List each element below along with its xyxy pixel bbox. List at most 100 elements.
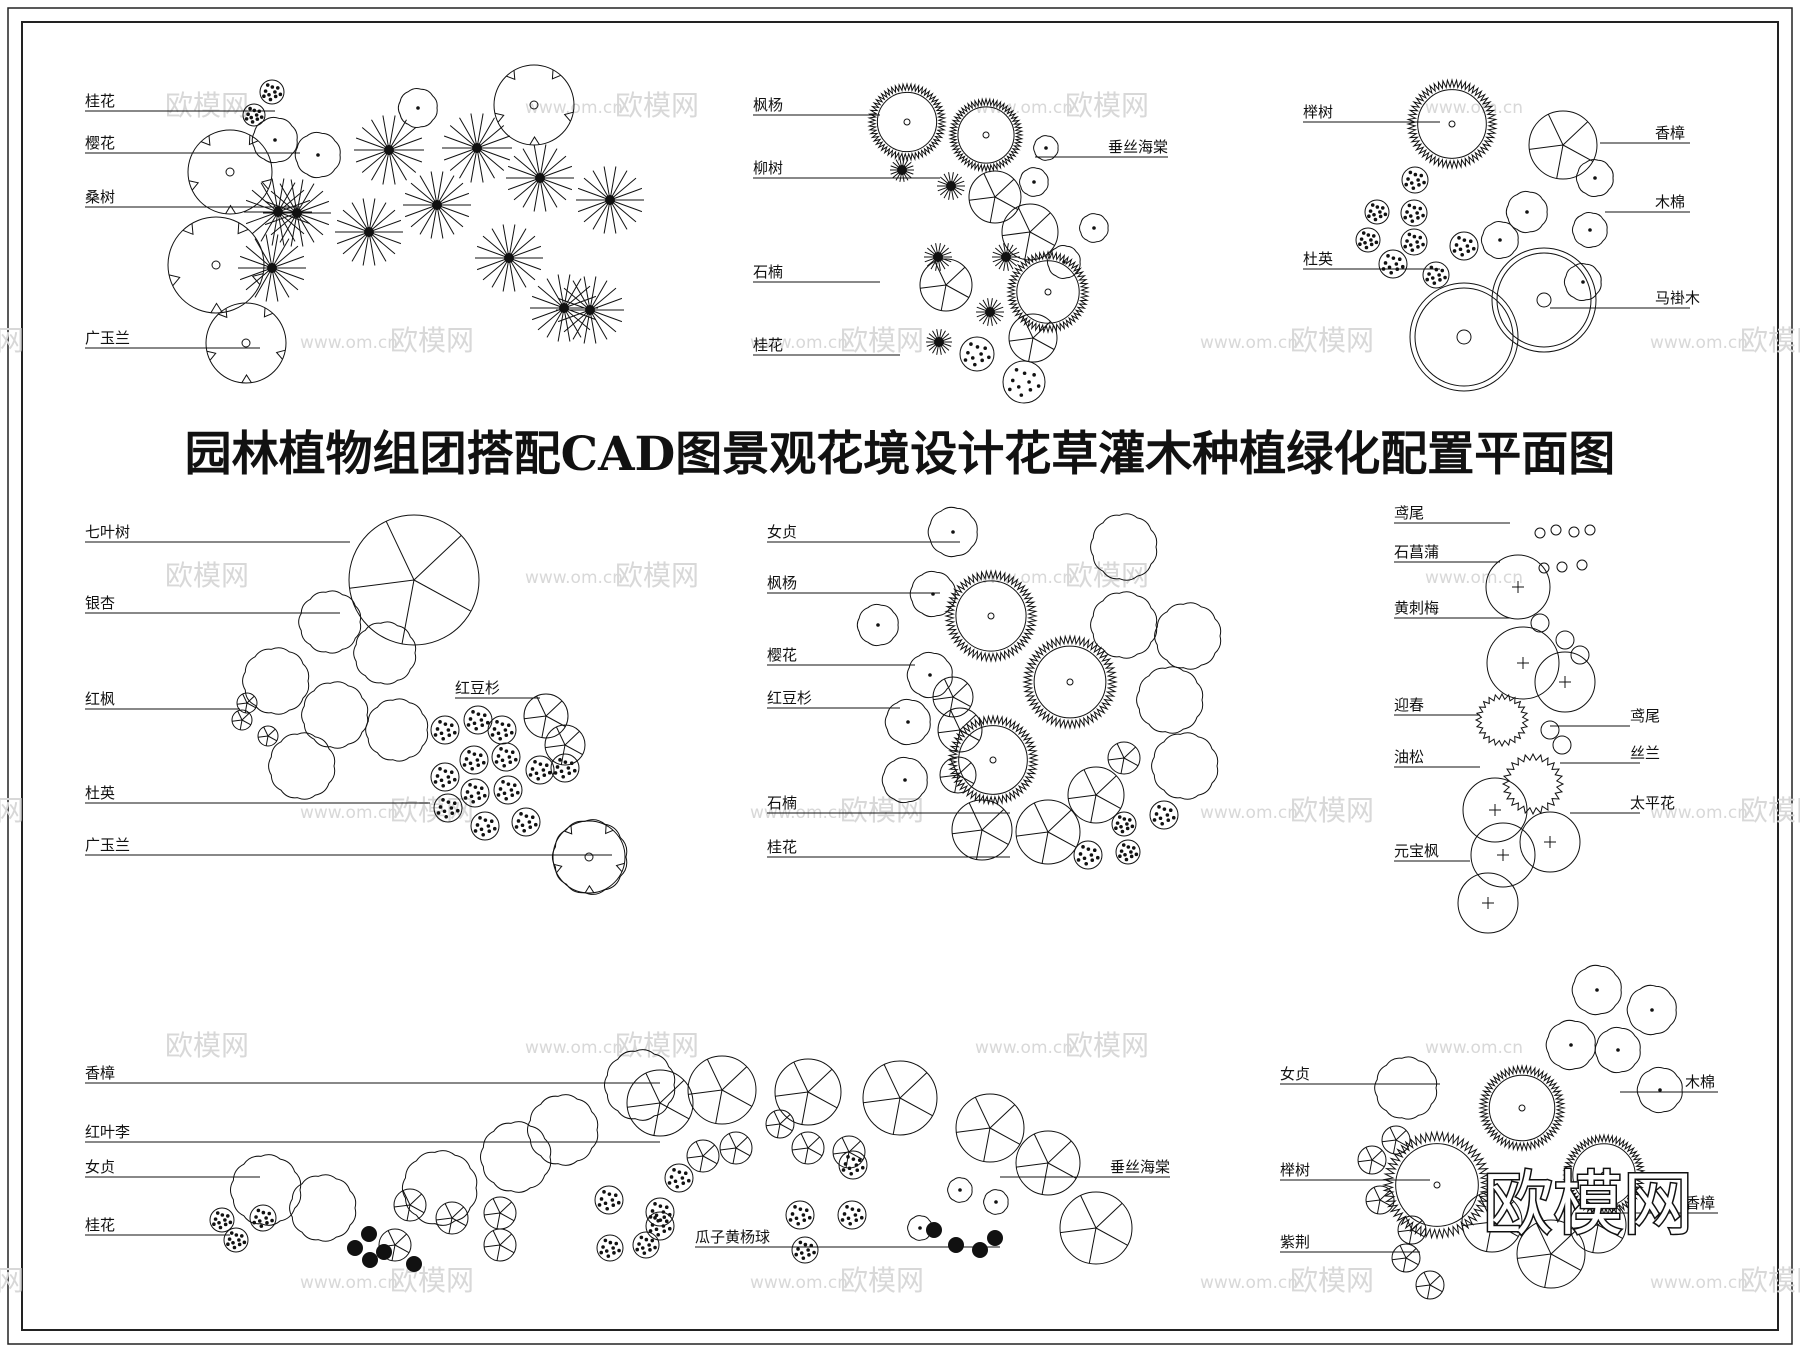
plant-label: 紫荆 xyxy=(1280,1233,1420,1252)
tree-symbol-fuzzy xyxy=(1408,80,1496,168)
tree-symbol-radial xyxy=(940,757,976,793)
tree-symbol-radial xyxy=(436,1202,468,1234)
tree-symbol-shrub xyxy=(1080,214,1109,243)
tree-symbol-shrub xyxy=(882,757,927,802)
watermark-text: 欧模网 xyxy=(615,559,699,592)
tree-symbol-radial xyxy=(1009,314,1057,362)
tree-symbol-shrub xyxy=(1546,1020,1595,1069)
tree-symbol-fuzzy xyxy=(1024,636,1116,728)
tree-symbol-cloud xyxy=(366,699,428,761)
tree-symbol-conifer xyxy=(992,243,1020,271)
tree-symbol-stipple xyxy=(786,1201,814,1229)
tree-symbol-cloud xyxy=(1091,592,1157,658)
tree-symbol-stipple xyxy=(260,80,284,104)
plant-label-text: 桂花 xyxy=(767,838,797,856)
watermark-url: www.om.cn xyxy=(1650,803,1748,823)
tree-symbol-shrub xyxy=(252,117,297,162)
tree-symbol-radial xyxy=(379,1229,411,1261)
plant-label-text: 广玉兰 xyxy=(85,329,130,347)
watermark-url: www.om.cn xyxy=(1425,1038,1523,1058)
tree-symbol-conifer xyxy=(506,145,574,212)
tree-symbol-cloud xyxy=(527,1095,597,1166)
plant-label-text: 桑树 xyxy=(85,188,115,206)
tree-symbol-radial xyxy=(956,1094,1024,1162)
plant-label-text: 鸢尾 xyxy=(1394,504,1424,522)
watermark-url: www.om.cn xyxy=(750,333,848,353)
plant-label-text: 迎春 xyxy=(1394,696,1424,714)
tree-symbol-shrub xyxy=(1576,159,1613,196)
watermark-text: 欧模网 xyxy=(390,794,474,827)
plant-label-text: 杜英 xyxy=(85,784,115,802)
tree-symbol-cloud xyxy=(480,1122,550,1193)
plant-label-text: 木棉 xyxy=(1685,1073,1715,1091)
tree-symbol-stipple xyxy=(1116,840,1140,864)
tree-symbol-stipple xyxy=(1074,841,1102,869)
plant-label-text: 枫杨 xyxy=(767,574,797,592)
plant-label: 香樟 xyxy=(85,1064,660,1083)
tree-symbol-cloud xyxy=(1375,1057,1437,1119)
tree-symbol-shrub xyxy=(1481,221,1518,258)
tree-symbol-radial xyxy=(833,1136,865,1168)
tree-symbol-radial xyxy=(1068,767,1124,823)
plant-label-text: 油松 xyxy=(1394,748,1424,766)
plant-label-text: 女贞 xyxy=(1280,1065,1310,1083)
tree-symbol-stipple xyxy=(434,794,462,822)
watermark-url: www.om.cn xyxy=(1200,803,1298,823)
tree-symbol-radial xyxy=(933,677,973,717)
watermark-text: 欧模网 xyxy=(0,324,24,357)
tree-symbol-radial xyxy=(1002,204,1058,260)
plant-label: 广玉兰 xyxy=(85,329,260,348)
watermark-url: www.om.cn xyxy=(750,1273,848,1293)
plant-label: 太平花 xyxy=(1570,794,1675,813)
tree-symbol-shrub xyxy=(1564,263,1601,300)
watermark-text: 欧模网 xyxy=(165,89,249,122)
plant-label: 桂花 xyxy=(85,1216,230,1235)
watermark-url: www.om.cn xyxy=(1425,568,1523,588)
watermark-text: 欧模网 xyxy=(1290,324,1374,357)
plant-label: 红豆杉 xyxy=(455,679,540,698)
plant-label: 鸢尾 xyxy=(1550,707,1660,726)
plant-label: 女贞 xyxy=(85,1158,260,1177)
tree-symbol-solid xyxy=(361,1226,377,1242)
plant-label-text: 七叶树 xyxy=(85,523,130,541)
tree-symbol-radial xyxy=(1358,1146,1386,1174)
tree-symbol-shrub xyxy=(1506,191,1547,232)
tree-symbol-shrub xyxy=(928,507,977,556)
tree-symbol-fuzzy xyxy=(869,84,945,160)
tree-symbol-cloud xyxy=(230,1155,300,1226)
tree-symbol-radial xyxy=(1416,1271,1444,1299)
watermark-url: www.om.cn xyxy=(300,333,398,353)
plant-label-text: 樱花 xyxy=(85,134,115,152)
tree-symbol-radial xyxy=(720,1132,752,1164)
tree-symbol-stipple xyxy=(461,779,489,807)
plant-label: 枫杨 xyxy=(753,96,880,115)
tree-symbol-stipple xyxy=(633,1232,659,1258)
tree-symbol-plain xyxy=(1463,778,1527,842)
tree-symbol-radial xyxy=(232,710,252,730)
tree-symbol-cloud xyxy=(290,1175,356,1241)
watermark-text: 欧模网 xyxy=(0,794,24,827)
tree-symbol-stipple xyxy=(792,1237,818,1263)
tree-symbol-cloud xyxy=(302,682,368,748)
plant-label: 桂花 xyxy=(753,336,900,355)
plant-label-text: 女贞 xyxy=(85,1158,115,1176)
tree-symbol-shrub xyxy=(1637,1067,1682,1112)
watermark-text: 欧模网 xyxy=(390,324,474,357)
tree-symbol-cloud xyxy=(243,648,309,714)
tree-symbol-cloud xyxy=(299,591,361,653)
plant-label: 元宝枫 xyxy=(1394,842,1470,861)
plant-label-text: 鸢尾 xyxy=(1630,707,1660,725)
tree-symbol-fuzzy xyxy=(950,99,1022,171)
drawing-title: 园林植物组团搭配CAD图景观花境设计花草灌木种植绿化配置平面图 xyxy=(185,427,1616,482)
tree-symbol-stipple xyxy=(597,1235,623,1261)
watermark-url: www.om.cn xyxy=(525,568,623,588)
watermark-url: www.om.cn xyxy=(1200,333,1298,353)
watermark-url: www.om.cn xyxy=(1650,333,1748,353)
plant-label-text: 香樟 xyxy=(85,1064,115,1082)
tree-symbol-fuzzy xyxy=(949,716,1037,804)
tree-symbol-broadleaf xyxy=(553,821,625,893)
plant-label: 鸢尾 xyxy=(1394,504,1510,523)
plant-label: 榉树 xyxy=(1303,103,1440,122)
plant-label-text: 马褂木 xyxy=(1655,289,1700,307)
tree-symbol-stipple xyxy=(1365,200,1389,224)
